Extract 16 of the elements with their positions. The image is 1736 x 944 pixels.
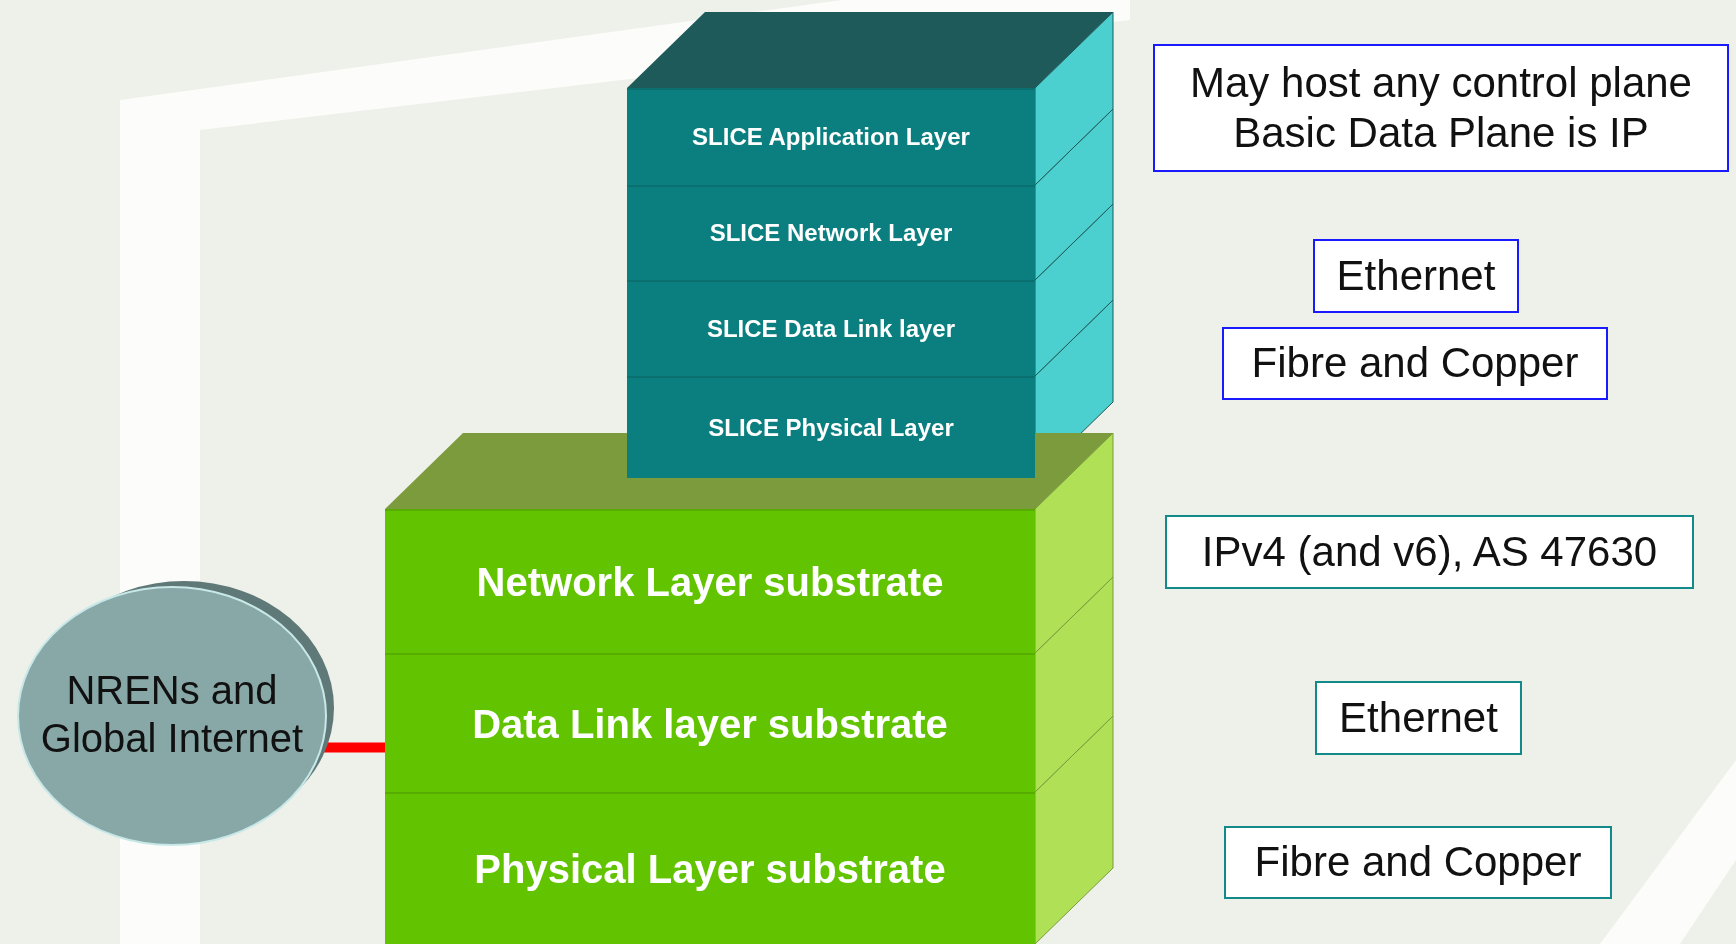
layer-block: SLICE Data Link layer	[627, 280, 1035, 376]
layer-block: Physical Layer substrate	[385, 792, 1035, 944]
layer-block: Data Link layer substrate	[385, 653, 1035, 792]
layer-block: Network Layer substrate	[385, 509, 1035, 653]
note-text: May host any control plane	[1190, 57, 1692, 108]
note-box: Ethernet	[1315, 681, 1522, 755]
ellipse-label: NRENs and Global Internet	[39, 667, 305, 762]
layer-block: SLICE Application Layer	[627, 88, 1035, 185]
note-box	[1153, 44, 1729, 172]
note-box: Ethernet	[1313, 239, 1519, 313]
note-box: Fibre and Copper	[1222, 327, 1608, 400]
note-box: Fibre and Copper	[1224, 826, 1612, 899]
note-box: IPv4 (and v6), AS 47630	[1165, 515, 1694, 589]
layer-block: SLICE Physical Layer	[627, 376, 1035, 478]
layer-block: SLICE Network Layer	[627, 185, 1035, 280]
note-text: Basic Data Plane is IP	[1233, 108, 1649, 158]
